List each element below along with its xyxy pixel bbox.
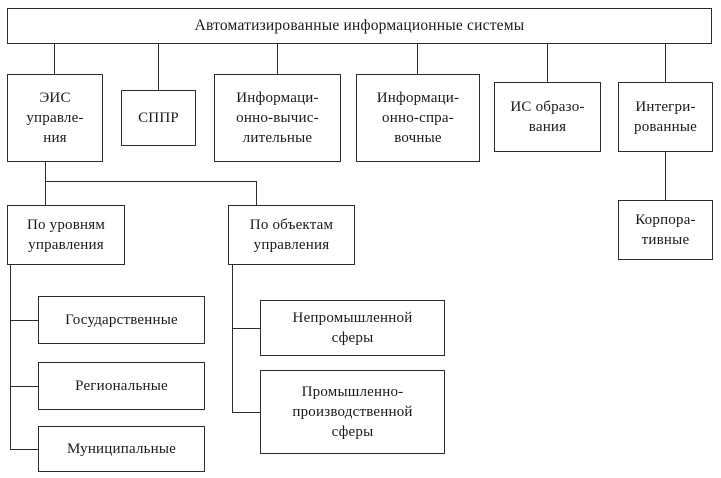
node-integrated: Интегри- рованные — [618, 82, 713, 152]
node-label: Информаци- онно-вычис- лительные — [236, 89, 319, 147]
node-label: Автоматизированные информационные систем… — [194, 16, 525, 34]
node-non-industrial-sphere: Непромышленной сферы — [260, 300, 445, 356]
node-label: Муниципальные — [66, 440, 177, 457]
node-by-management-levels: По уровням управления — [7, 205, 125, 265]
connector-line — [277, 44, 278, 74]
node-label: По объектам управления — [249, 216, 334, 253]
node-label: Государственные — [65, 311, 178, 328]
connector-line — [665, 44, 666, 82]
connector-line — [256, 181, 257, 205]
node-label: ЭИС управле- ния — [26, 89, 84, 147]
connector-line — [665, 152, 666, 200]
node-state: Государственные — [38, 296, 205, 344]
connector-line — [232, 328, 260, 329]
node-automated-information-systems: Автоматизированные информационные систем… — [7, 8, 712, 44]
node-municipal: Муниципальные — [38, 426, 205, 472]
node-regional: Региональные — [38, 362, 205, 410]
node-label: По уровням управления — [26, 216, 106, 253]
node-label: Непромышленной сферы — [292, 309, 413, 346]
node-corporate: Корпора- тивные — [618, 200, 713, 260]
connector-line — [45, 181, 257, 182]
connector-line — [158, 44, 159, 90]
connector-line — [232, 412, 260, 413]
node-is-education: ИС образо- вания — [494, 82, 601, 152]
node-label: Промышленно- производственной сферы — [292, 383, 413, 441]
node-label: СППР — [138, 109, 179, 126]
node-information-reference: Информаци- онно-спра- вочные — [356, 74, 480, 162]
connector-line — [10, 449, 38, 450]
connector-line — [232, 265, 233, 412]
node-eis-management: ЭИС управле- ния — [7, 74, 103, 162]
node-label: Корпора- тивные — [635, 211, 696, 248]
connector-line — [45, 162, 46, 205]
node-label: ИС образо- вания — [510, 98, 585, 135]
connector-line — [10, 265, 11, 449]
connector-line — [10, 320, 38, 321]
connector-line — [417, 44, 418, 74]
node-sppr: СППР — [121, 90, 196, 146]
node-label: Интегри- рованные — [634, 98, 697, 135]
connector-line — [547, 44, 548, 82]
node-label: Региональные — [75, 377, 168, 394]
node-information-computing: Информаци- онно-вычис- лительные — [214, 74, 341, 162]
node-label: Информаци- онно-спра- вочные — [376, 89, 460, 147]
connector-line — [54, 44, 55, 74]
node-by-management-objects: По объектам управления — [228, 205, 355, 265]
node-industrial-production-sphere: Промышленно- производственной сферы — [260, 370, 445, 454]
connector-line — [10, 386, 38, 387]
